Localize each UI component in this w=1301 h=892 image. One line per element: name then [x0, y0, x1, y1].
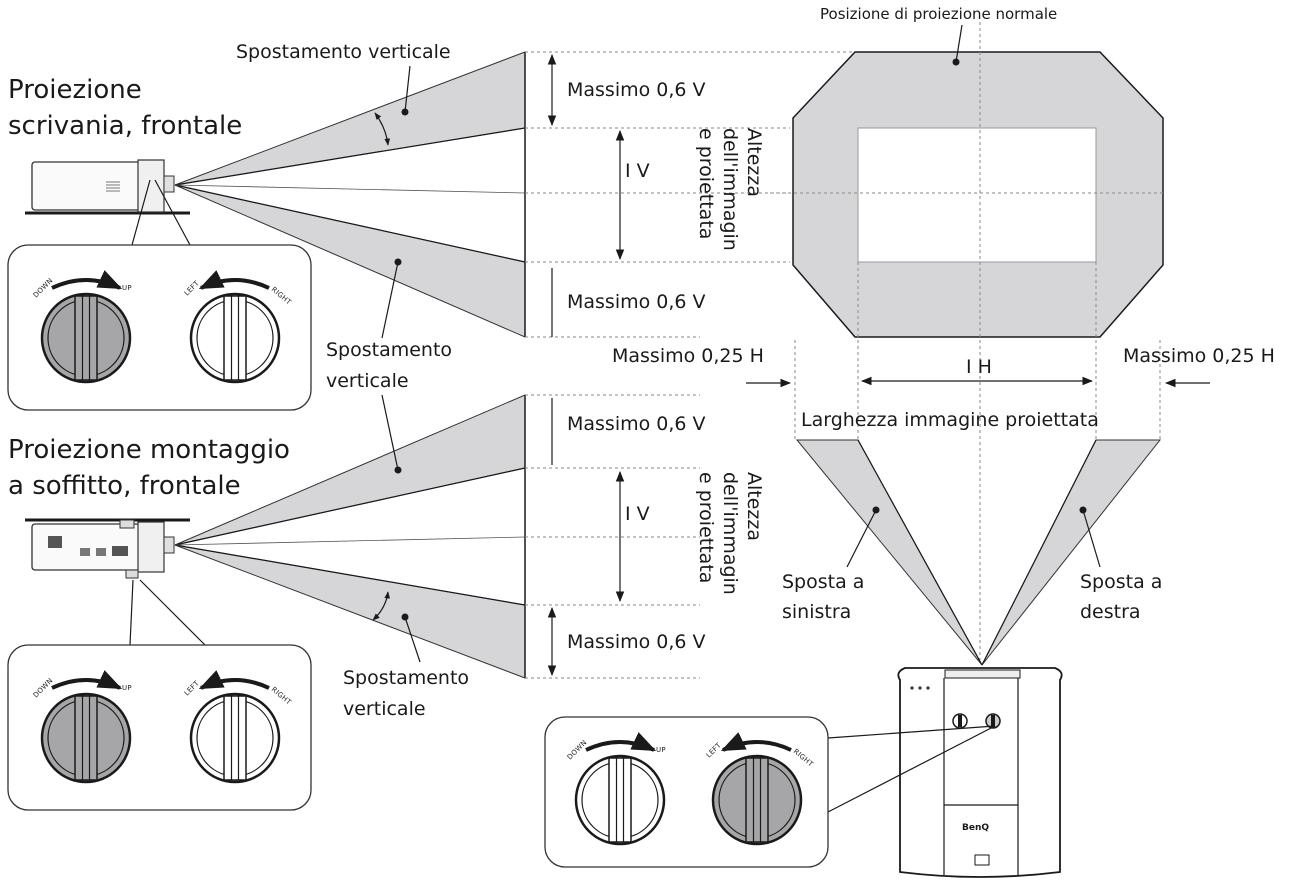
knob-up-label: UP: [656, 746, 666, 754]
knob-up-label: UP: [122, 684, 132, 692]
horizontal-shift-beam: Sposta a sinistra Sposta a destra: [782, 439, 1162, 666]
projector-front-view: BenQ: [897, 667, 1063, 878]
normal-position-label: Posizione di proiezione normale: [820, 5, 1057, 23]
vertical-dimensions: Massimo 0,6 V I V Massimo 0,6 V Altezza …: [525, 51, 855, 679]
ceiling-height-line2: dell'immagin: [719, 472, 741, 595]
desk-max-up-label: Massimo 0,6 V: [567, 79, 706, 101]
ceiling-title-line1: Proiezione montaggio: [8, 435, 290, 465]
brand-logo-text: BenQ: [962, 823, 989, 833]
knob-up-label: UP: [122, 284, 132, 292]
ceiling-max-up-label: Massimo 0,6 V: [567, 413, 706, 435]
desk-one-v-label: I V: [625, 160, 650, 182]
right-shift-wedge: [981, 439, 1162, 666]
desk-shift-label: Spostamento verticale: [236, 41, 451, 63]
desk-lower-shift-line2: verticale: [326, 370, 409, 392]
normal-projection-octagon: Posizione di proiezione normale: [770, 5, 1165, 660]
width-label: Larghezza immagine proiettata: [801, 409, 1099, 431]
horizontal-dimensions: Massimo 0,25 H Massimo 0,25 H I H Larghe…: [612, 262, 1275, 440]
desk-height-line1: Altezza: [743, 128, 765, 197]
desk-projector-illustration: [25, 159, 190, 215]
desk-title-line2: scrivania, frontale: [8, 111, 242, 141]
desk-max-down-label: Massimo 0,6 V: [567, 291, 706, 313]
right-shift-line2: destra: [1080, 601, 1141, 623]
ceiling-shift-line1: Spostamento: [343, 667, 469, 689]
ceiling-section: Proiezione montaggio a soffitto, frontal…: [7, 394, 526, 811]
front-horizontal-knob-mini[interactable]: [985, 713, 1001, 729]
ceiling-max-down-label: Massimo 0,6 V: [567, 631, 706, 653]
desk-lower-shift-line1: Spostamento: [326, 339, 452, 361]
left-shift-wedge: [795, 439, 983, 666]
one-h-label: I H: [966, 356, 992, 378]
desk-height-line3: e proiettata: [695, 128, 717, 239]
ceiling-one-v-label: I V: [625, 503, 650, 525]
ceiling-height-line1: Altezza: [743, 472, 765, 541]
ceiling-title-line2: a soffitto, frontale: [8, 471, 241, 501]
left-shift-line1: Sposta a: [782, 571, 864, 593]
max-right-label: Massimo 0,25 H: [1123, 345, 1275, 367]
front-vertical-knob-mini[interactable]: [952, 713, 968, 729]
ceiling-upper-shift-wedge: [174, 394, 526, 546]
desk-height-line2: dell'immagin: [719, 128, 741, 251]
right-shift-line1: Sposta a: [1080, 571, 1162, 593]
ceiling-projector-illustration: [25, 518, 190, 579]
ceiling-height-line3: e proiettata: [695, 472, 717, 583]
ceiling-shift-line2: verticale: [343, 698, 426, 720]
left-shift-line2: sinistra: [782, 601, 851, 623]
desk-section: Proiezione scrivania, frontale DOWN UP: [7, 41, 526, 411]
desk-title-line1: Proiezione: [8, 75, 142, 105]
max-left-label: Massimo 0,25 H: [612, 345, 764, 367]
